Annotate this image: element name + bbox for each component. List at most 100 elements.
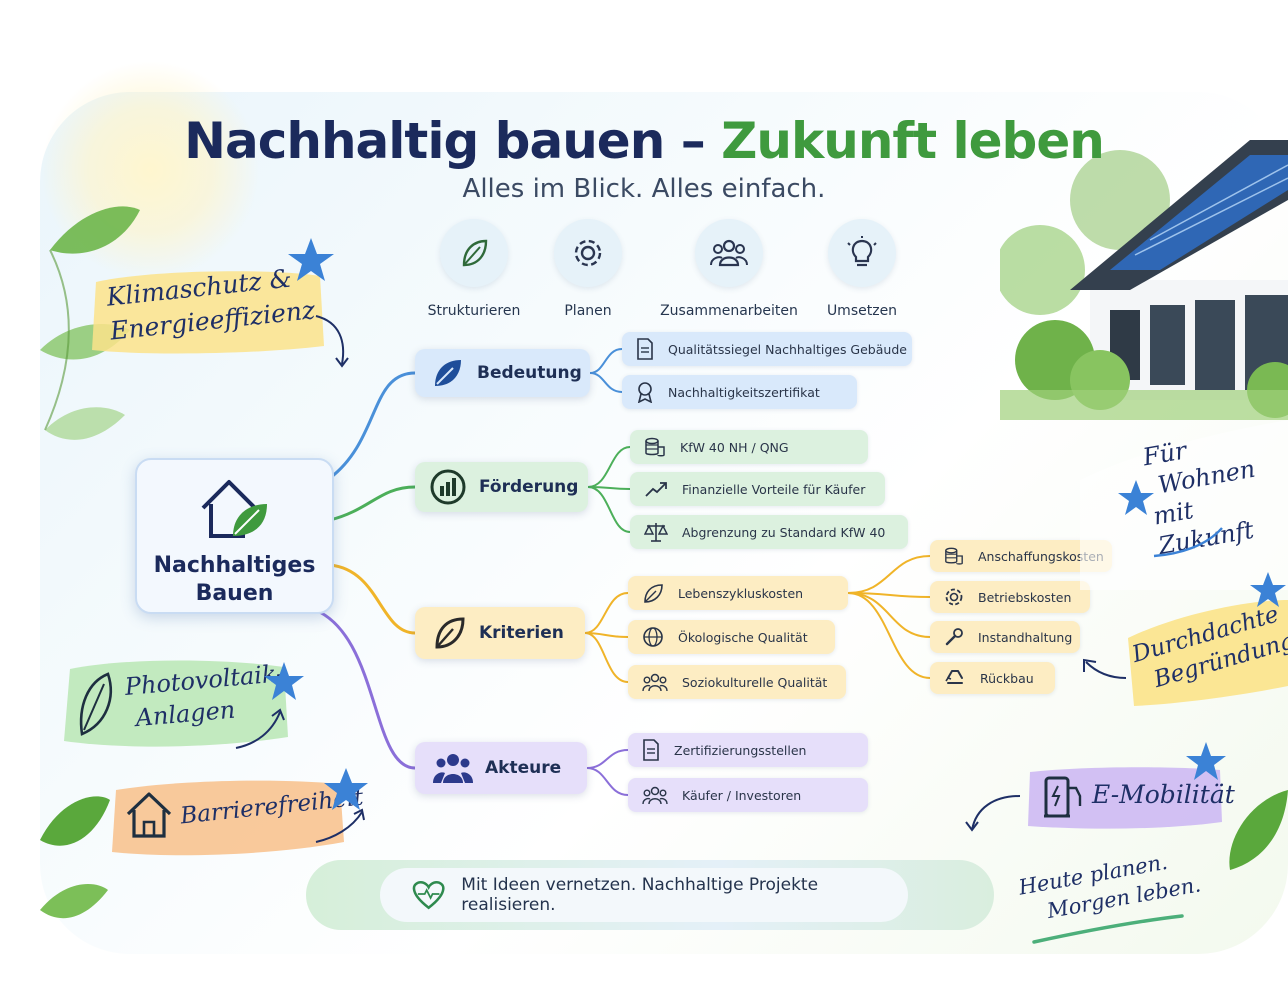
page-subtitle: Alles im Blick. Alles einfach.: [462, 174, 826, 204]
leaf-kaeufer-investoren[interactable]: Käufer / Investoren: [628, 778, 868, 812]
globe-icon: [643, 627, 663, 647]
leaf-icon: [435, 360, 461, 386]
branch-akteure[interactable]: Akteure: [415, 742, 587, 794]
step-label: Umsetzen: [826, 303, 898, 319]
leaf-label: KfW 40 NH / QNG: [680, 439, 789, 455]
star-icon: [264, 662, 304, 700]
subleaf-rueckbau[interactable]: Rückbau: [930, 662, 1055, 694]
arrow-icon: [235, 708, 285, 749]
leaf-label: Finanzielle Vorteile für Käufer: [682, 481, 866, 497]
step-label: Zusammenarbeiten: [660, 303, 798, 319]
star-icon: [1186, 742, 1226, 780]
ev-charger-icon: [1044, 776, 1082, 818]
leaf-label: Soziokulturelle Qualität: [682, 674, 828, 690]
subleaf-instandhaltung[interactable]: Instandhaltung: [930, 621, 1080, 653]
leaf-soziokulturelle-qualitaet[interactable]: Soziokulturelle Qualität: [628, 665, 846, 699]
branch-label: Förderung: [479, 477, 579, 497]
branch-kriterien[interactable]: Kriterien: [415, 607, 585, 659]
lightbulb-icon: [847, 236, 877, 267]
house-leaf-icon: [201, 480, 267, 538]
leaf-nachhaltigkeitszertifikat[interactable]: Nachhaltigkeitszertifikat: [622, 375, 857, 409]
page-title: Nachhaltig bauen – Zukunft leben: [0, 112, 1288, 170]
leaf-abgrenzung[interactable]: Abgrenzung zu Standard KfW 40: [630, 515, 908, 549]
footer-pill: Mit Ideen vernetzen. Nachhaltige Projekt…: [380, 868, 908, 922]
document-icon: [643, 739, 659, 761]
center-line-2: Bauen: [195, 581, 274, 606]
wrench-icon: [945, 628, 963, 646]
arrow-icon: [315, 315, 349, 368]
bar-chart-icon: [430, 469, 466, 505]
title-part-1: Nachhaltig bauen –: [184, 112, 706, 170]
leaf-label: Nachhaltigkeitszertifikat: [668, 384, 820, 400]
star-icon: [324, 768, 368, 810]
leaf-label: Käufer / Investoren: [682, 787, 802, 803]
note-line: Anlagen: [134, 695, 237, 733]
center-node[interactable]: Nachhaltiges Bauen: [135, 458, 334, 614]
arrow-icon: [1153, 527, 1223, 558]
leaf-label: Zertifizierungsstellen: [674, 742, 807, 758]
leaf-label: Instandhaltung: [978, 629, 1073, 645]
leaf-kfw-40-nh[interactable]: KfW 40 NH / QNG: [630, 430, 868, 464]
underline-swoosh: [1032, 914, 1184, 944]
footer-banner: Mit Ideen vernetzen. Nachhaltige Projekt…: [306, 860, 994, 930]
leaf-label: Ökologische Qualität: [678, 629, 808, 645]
center-title: Nachhaltiges Bauen: [137, 552, 332, 608]
title-part-2: Zukunft leben: [721, 112, 1105, 170]
leaf-lebenszykluskosten[interactable]: Lebenszykluskosten: [628, 576, 848, 610]
document-icon: [637, 338, 653, 360]
highlight-emobil: [1028, 767, 1222, 829]
arrow-icon: [315, 808, 365, 843]
leaf-finanzielle-vorteile[interactable]: Finanzielle Vorteile für Käufer: [630, 472, 885, 506]
step-umsetzen: Umsetzen: [787, 219, 937, 319]
leaf-label: Rückbau: [980, 670, 1034, 686]
note-emobil: E-Mobilität: [1092, 780, 1235, 809]
step-label: Strukturieren: [427, 303, 521, 319]
leaf-qualitaetssiegel[interactable]: Qualitätssiegel Nachhaltiges Gebäude: [622, 332, 912, 366]
wave-background: [1080, 420, 1288, 590]
arrow-icon: [965, 795, 1021, 832]
branch-label: Kriterien: [479, 623, 564, 643]
house-icon: [126, 792, 172, 838]
highlight-photovoltaik: [64, 660, 288, 747]
coins-icon: [645, 437, 665, 457]
step-planen: Planen: [513, 219, 663, 319]
leaf-zertifizierungsstellen[interactable]: Zertifizierungsstellen: [628, 733, 868, 767]
people-icon: [642, 786, 668, 805]
trend-up-icon: [645, 482, 667, 497]
solar-house-illustration: [1000, 140, 1288, 420]
leaf-label: Anschaffungskosten: [978, 548, 1104, 564]
star-icon: [1250, 572, 1286, 607]
arrow-icon: [1083, 658, 1127, 679]
branch-label: Akteure: [485, 758, 562, 778]
leaf-decoration-right: [1229, 790, 1288, 870]
gear-icon: [945, 588, 963, 606]
gear-icon: [574, 239, 602, 267]
step-zusammenarbeiten: Zusammenarbeiten: [654, 219, 804, 319]
step-strukturieren: Strukturieren: [399, 219, 549, 319]
star-icon: [288, 238, 334, 281]
branch-foerderung[interactable]: Förderung: [415, 462, 588, 512]
center-line-1: Nachhaltiges: [153, 553, 316, 578]
people-icon: [710, 239, 748, 267]
recycle-icon: [945, 670, 963, 684]
highlight-durchdacht: [1128, 600, 1288, 706]
leaf-decoration-bottom-left: [40, 796, 110, 919]
heart-icon: [412, 881, 445, 910]
leaf-oekologische-qualitaet[interactable]: Ökologische Qualität: [628, 620, 835, 654]
coins-icon: [945, 547, 963, 565]
leaf-icon: [462, 239, 488, 267]
scale-icon: [644, 523, 668, 542]
leaf-decoration-left: [40, 206, 140, 440]
leaf-label: Betriebskosten: [978, 589, 1072, 605]
star-icon: [1118, 480, 1154, 515]
leaf-icon: [435, 617, 465, 649]
branch-label: Bedeutung: [477, 363, 582, 383]
branch-bedeutung[interactable]: Bedeutung: [415, 349, 590, 397]
highlight-klimaschutz: [92, 271, 324, 354]
highlight-barrierefreiheit: [112, 780, 344, 856]
leaf-icon: [79, 672, 113, 736]
award-icon: [637, 382, 653, 403]
subleaf-betriebskosten[interactable]: Betriebskosten: [930, 581, 1090, 613]
leaf-label: Lebenszykluskosten: [678, 585, 804, 601]
